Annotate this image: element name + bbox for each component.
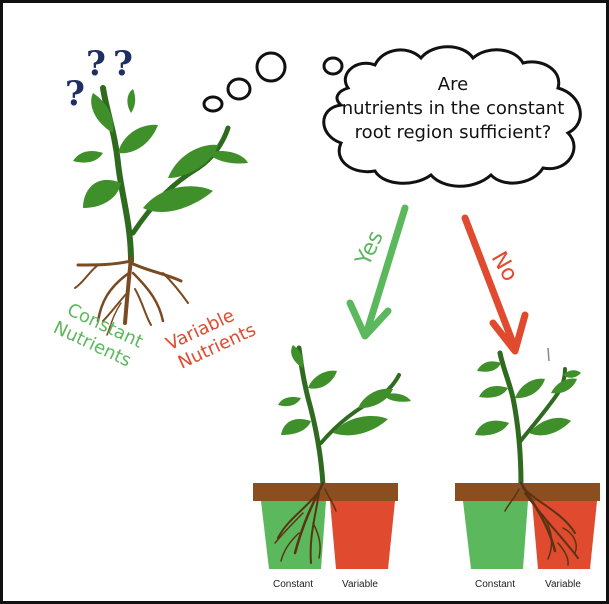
question-line-2: nutrients in the constant: [342, 98, 565, 119]
no-constant-pot-label: Constant: [475, 579, 515, 590]
variable-nutrients-label: Variable Nutrients: [163, 305, 259, 374]
yes-pots: [253, 481, 398, 569]
yes-label: Yes: [351, 227, 389, 271]
thought-trail: [202, 51, 344, 113]
left-plant: [73, 85, 248, 336]
no-plant: [475, 347, 581, 488]
no-arrow: [461, 214, 529, 355]
diagram-canvas: ? ? ? Are nutrients in the constant root…: [50, 44, 600, 590]
yes-constant-pot-label: Constant: [273, 579, 313, 590]
yes-plant: [278, 345, 411, 488]
constant-nutrients-label: Constant Nutrients: [50, 299, 146, 371]
question-mark-2: ?: [86, 44, 106, 84]
no-variable-pot-label: Variable: [545, 579, 581, 590]
question-line-1: Are: [438, 74, 468, 95]
yes-variable-pot-label: Variable: [342, 579, 378, 590]
yes-arrow: [346, 204, 409, 340]
question-mark-1: ?: [65, 74, 85, 114]
thought-cloud: [322, 45, 582, 188]
question-mark-3: ?: [113, 44, 133, 84]
question-line-3: root region sufficient?: [355, 122, 552, 143]
no-pots: [455, 481, 600, 569]
